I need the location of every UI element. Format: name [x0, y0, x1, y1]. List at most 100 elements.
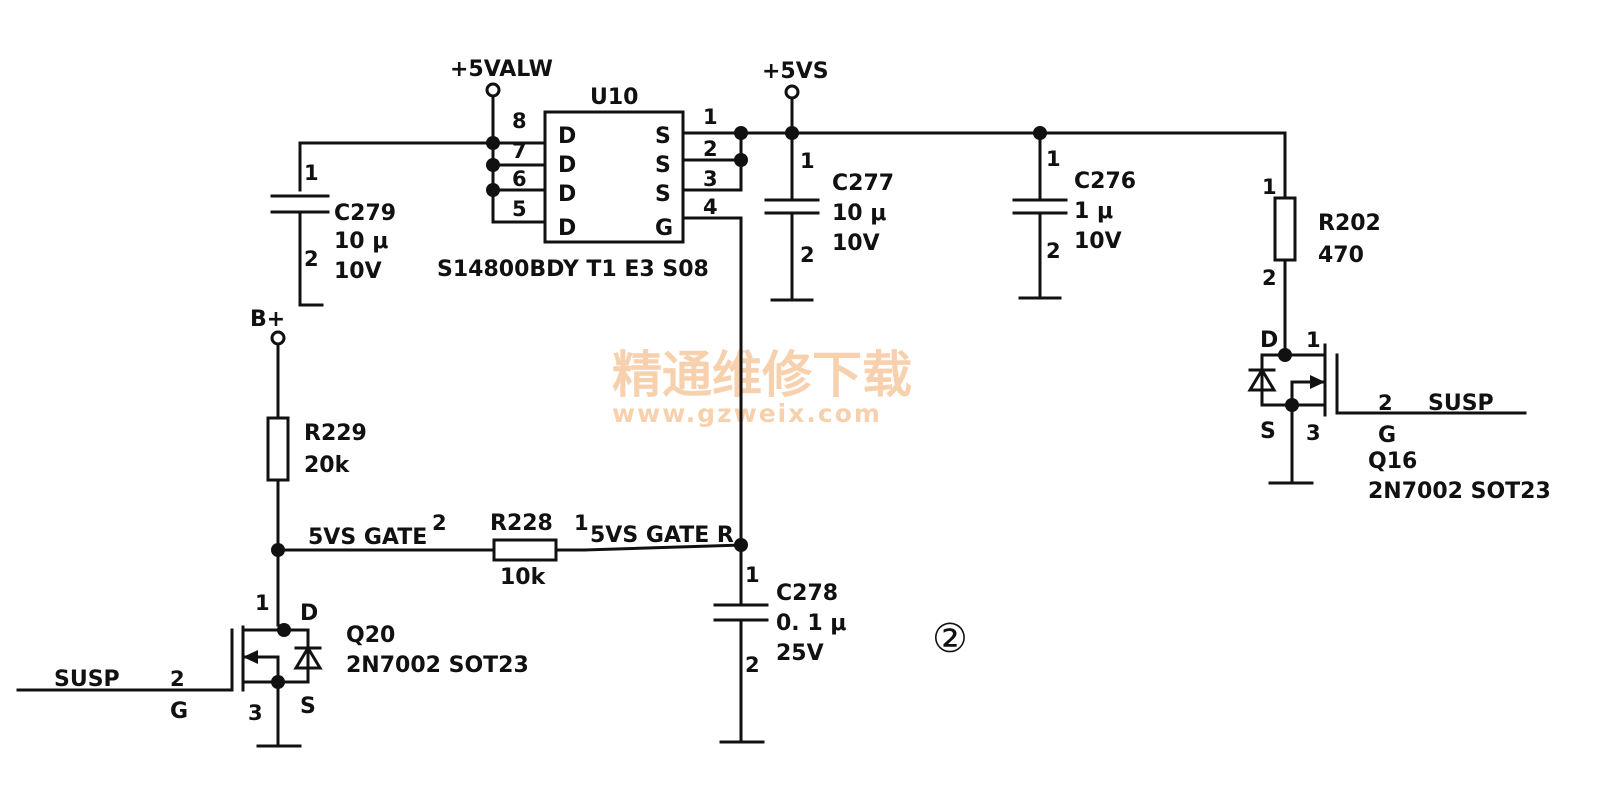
net-label-5vs-gate-r: 5VS GATE R [590, 523, 734, 548]
c276-value: 1 μ [1074, 199, 1113, 224]
c279: 1 2 C279 10 μ 10V [270, 161, 396, 307]
q16-part: 2N7002 SOT23 [1368, 479, 1551, 504]
watermark-title: 精通维修下载 [612, 346, 912, 404]
net-terminals: +5VALW +5VS B+ [250, 57, 829, 346]
q16-pin2: 2 [1378, 391, 1393, 415]
c279-pin2: 2 [304, 247, 319, 271]
q20-s: S [300, 694, 316, 719]
q16-body-diode [1247, 367, 1277, 392]
junction-dot [277, 623, 291, 637]
r202: 1 2 R202 470 [1262, 175, 1381, 290]
junction-dot [486, 158, 500, 172]
q20: D S 1 3 2 G SUSP Q20 2N7002 SOT23 [16, 591, 529, 748]
r228-body [492, 538, 558, 562]
c276-voltage: 10V [1074, 229, 1122, 254]
c276-pin1: 1 [1046, 147, 1061, 171]
junction-dot [486, 183, 500, 197]
q20-pin2: 2 [170, 667, 185, 691]
c279-value: 10 μ [334, 229, 388, 254]
c277: 1 2 C277 10 μ 10V [764, 149, 894, 267]
junction-dot [271, 543, 285, 557]
q16-pin1: 1 [1306, 328, 1321, 352]
c276-ref: C276 [1074, 169, 1136, 194]
q16: D S 1 3 2 G SUSP Q16 2N7002 SOT23 [1247, 328, 1551, 504]
c276-pin2: 2 [1046, 239, 1061, 263]
u10-pin7-num: 7 [512, 139, 527, 163]
junction-dot [486, 136, 500, 150]
c278-ref: C278 [776, 581, 838, 606]
u10-pin8-num: 8 [512, 109, 527, 133]
net-label-bplus: B+ [250, 307, 285, 332]
junction-dot [271, 675, 285, 689]
u10-part: S14800BDY T1 E3 S08 [437, 257, 709, 282]
watermark: 精通维修下载 www.gzweix.com [612, 346, 912, 428]
r228-ref: R228 [490, 511, 553, 536]
u10-pin2-label: S [655, 153, 671, 178]
r228-pin2: 2 [432, 511, 447, 535]
u10-pin3-label: S [655, 182, 671, 207]
c279-pin1: 1 [304, 161, 319, 185]
terminal-5vs [784, 84, 800, 100]
q20-body-diode [293, 645, 323, 670]
r202-pin1: 1 [1262, 175, 1277, 199]
terminal-bplus [270, 330, 286, 346]
wires-top [298, 94, 1287, 547]
junction-dot [734, 538, 748, 552]
figure-number: ② [932, 616, 968, 662]
u10-pin4-num: 4 [703, 195, 718, 219]
u10-pin7-label: D [558, 153, 576, 178]
r202-pin2: 2 [1262, 266, 1277, 290]
u10-pin6-label: D [558, 182, 576, 207]
terminal-5valw [485, 82, 501, 98]
u10-ref: U10 [590, 85, 638, 110]
u10-pin3-num: 3 [703, 167, 718, 191]
u10-pin4-label: G [655, 216, 673, 241]
r228-pin1: 1 [574, 511, 589, 535]
u10-pin5-label: D [558, 216, 576, 241]
c277-voltage: 10V [832, 231, 880, 256]
c279-voltage: 10V [334, 259, 382, 284]
u10-pin8-label: D [558, 124, 576, 149]
u10-pin1-num: 1 [703, 105, 718, 129]
c279-ref: C279 [334, 201, 396, 226]
junction-dots [271, 126, 1299, 689]
q20-ref: Q20 [346, 623, 395, 648]
r202-body [1273, 196, 1297, 262]
net-label-susp-right: SUSP [1428, 391, 1494, 416]
u10: U10 S14800BDY T1 E3 S08 8 7 6 5 D D D D … [437, 85, 718, 282]
q20-pin3: 3 [248, 701, 263, 725]
wire-5vs-gate-r [583, 543, 743, 552]
net-label-5vs: +5VS [762, 59, 829, 84]
c277-pin2: 2 [800, 243, 815, 267]
r202-ref: R202 [1318, 211, 1381, 236]
c277-ref: C277 [832, 171, 894, 196]
u10-body [543, 110, 685, 244]
u10-pin2-num: 2 [703, 137, 718, 161]
r228: R228 10k 2 1 5VS GATE 5VS GATE R [276, 511, 743, 590]
c278-pin1: 1 [745, 563, 760, 587]
r229: R229 20k [266, 342, 367, 627]
net-label-5vs-gate: 5VS GATE [308, 525, 427, 550]
c277-value: 10 μ [832, 201, 886, 226]
junction-dot [734, 126, 748, 140]
figure-number-label: ② [932, 616, 968, 662]
r229-value: 20k [304, 453, 351, 478]
c278: 1 2 C278 0. 1 μ 25V [713, 543, 846, 744]
c277-pin1: 1 [800, 149, 815, 173]
r229-ref: R229 [304, 421, 367, 446]
r229-body [266, 416, 290, 482]
net-label-5valw: +5VALW [450, 57, 553, 82]
q20-g: G [170, 699, 188, 724]
junction-dot [1278, 348, 1292, 362]
c278-voltage: 25V [776, 641, 824, 666]
u10-pin5-num: 5 [512, 197, 527, 221]
watermark-url: www.gzweix.com [612, 399, 882, 428]
q16-ref: Q16 [1368, 449, 1417, 474]
q16-d: D [1260, 328, 1278, 353]
q16-g: G [1378, 423, 1396, 448]
c276: 1 2 C276 1 μ 10V [1012, 147, 1136, 263]
r228-value: 10k [500, 565, 547, 590]
q20-pin1: 1 [255, 591, 270, 615]
r202-value: 470 [1318, 243, 1364, 268]
